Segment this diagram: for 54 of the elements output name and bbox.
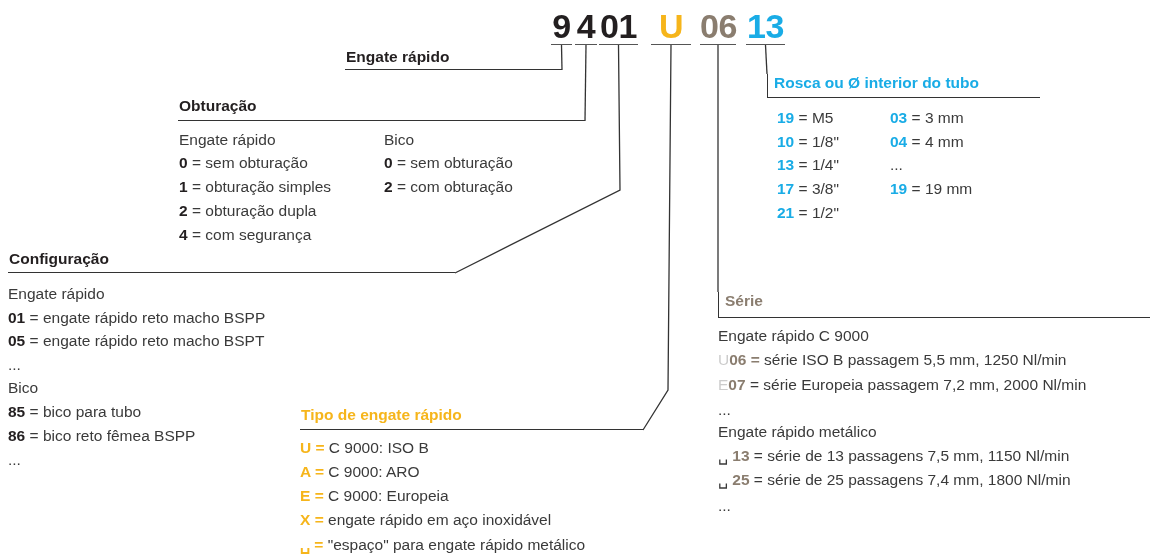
legend-entry: 19 = 19 mm bbox=[890, 179, 973, 199]
legend-entry: ... bbox=[8, 450, 21, 470]
section-heading: Configuração bbox=[8, 250, 455, 273]
legend-entry: 03 = 3 mm bbox=[890, 108, 964, 128]
connector-line bbox=[454, 44, 621, 274]
legend-entry: 05 = engate rápido reto macho BSPT bbox=[8, 331, 265, 351]
connector-line bbox=[764, 44, 768, 75]
legend-entry: 01 = engate rápido reto macho BSPP bbox=[8, 308, 266, 328]
legend-entry: 1 = obturação simples bbox=[179, 177, 332, 197]
section-heading: Tipo de engate rápido bbox=[300, 406, 643, 430]
legend-entry: 10 = 1/8" bbox=[777, 132, 839, 152]
legend-entry: 85 = bico para tubo bbox=[8, 402, 142, 422]
legend-entry: 2 = com obturação bbox=[384, 177, 513, 197]
legend-entry: 0 = sem obturação bbox=[179, 153, 308, 173]
legend-entry: X = engate rápido em aço inoxidável bbox=[300, 510, 552, 530]
legend-entry: Bico bbox=[8, 378, 39, 398]
legend-entry: 2 = obturação dupla bbox=[179, 201, 317, 221]
connector-line bbox=[717, 44, 719, 293]
code-segment: 4 bbox=[575, 8, 597, 45]
legend-entry: Engate rápido C 9000 bbox=[718, 326, 869, 346]
legend-entry: 21 = 1/2" bbox=[777, 203, 839, 223]
legend-entry: 04 = 4 mm bbox=[890, 132, 964, 152]
legend-entry: ... bbox=[718, 496, 731, 516]
legend-entry: 4 = com segurança bbox=[179, 225, 312, 245]
legend-entry: Bico bbox=[384, 130, 415, 150]
section-heading: Série bbox=[718, 292, 1150, 318]
legend-entry: 86 = bico reto fêmea BSPP bbox=[8, 426, 196, 446]
legend-entry: Engate rápido metálico bbox=[718, 422, 877, 442]
connector-line bbox=[642, 44, 672, 431]
legend-entry: 13 = 1/4" bbox=[777, 155, 839, 175]
legend-entry: E = C 9000: Europeia bbox=[300, 486, 449, 506]
legend-entry: 17 = 3/8" bbox=[777, 179, 839, 199]
legend-entry: 0 = sem obturação bbox=[384, 153, 513, 173]
legend-entry: U = C 9000: ISO B bbox=[300, 438, 429, 458]
code-segment: 9 bbox=[551, 8, 572, 45]
legend-entry: ... bbox=[718, 400, 731, 420]
code-segment: 01 bbox=[599, 8, 638, 45]
section-heading: Engate rápido bbox=[345, 48, 562, 70]
legend-entry: ... bbox=[8, 355, 21, 375]
legend-entry: Engate rápido bbox=[8, 284, 105, 304]
connector-line bbox=[560, 44, 563, 71]
code-segment: U bbox=[651, 8, 691, 45]
section-heading: Obturação bbox=[178, 97, 585, 121]
legend-entry: A = C 9000: ARO bbox=[300, 462, 420, 482]
legend-entry: ␣ 25 = série de 25 passagens 7,4 mm, 1800 Nl/min bbox=[718, 470, 1071, 490]
connector-line bbox=[584, 44, 587, 122]
section-heading: Rosca ou Ø interior do tubo bbox=[767, 74, 1040, 98]
code-segment: 13 bbox=[746, 8, 785, 45]
code-segment: 06 bbox=[700, 8, 736, 45]
legend-entry: ␣ = "espaço" para engate rápido metálico bbox=[300, 535, 586, 555]
legend-entry: ␣ 13 = série de 13 passagens 7,5 mm, 1150 Nl/min bbox=[718, 446, 1070, 466]
legend-entry: 19 = M5 bbox=[777, 108, 834, 128]
legend-entry: ... bbox=[890, 155, 903, 175]
legend-entry: Engate rápido bbox=[179, 130, 276, 150]
